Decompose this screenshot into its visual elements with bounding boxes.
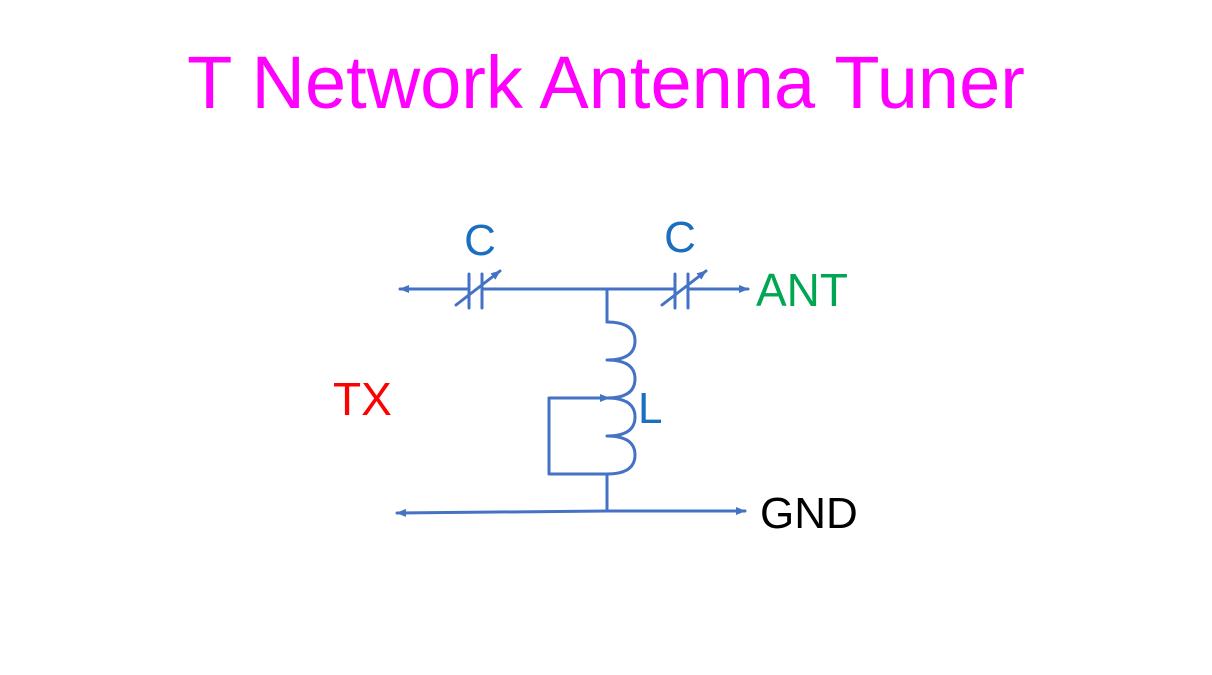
- ground-label: GND: [760, 489, 858, 538]
- inductor-tap: [547, 394, 611, 476]
- ground-rail-left: [395, 508, 609, 517]
- diagram-title: T Network Antenna Tuner: [187, 41, 1025, 124]
- capacitor-output-label: C: [664, 213, 696, 262]
- transmitter-label: TX: [333, 373, 392, 425]
- capacitor-input-label: C: [464, 216, 496, 265]
- inductor-coil: [605, 320, 637, 476]
- output-variable-capacitor: [660, 269, 708, 310]
- inductor-label: L: [638, 384, 662, 433]
- input-variable-capacitor: [454, 269, 502, 310]
- antenna-label: ANT: [756, 264, 848, 316]
